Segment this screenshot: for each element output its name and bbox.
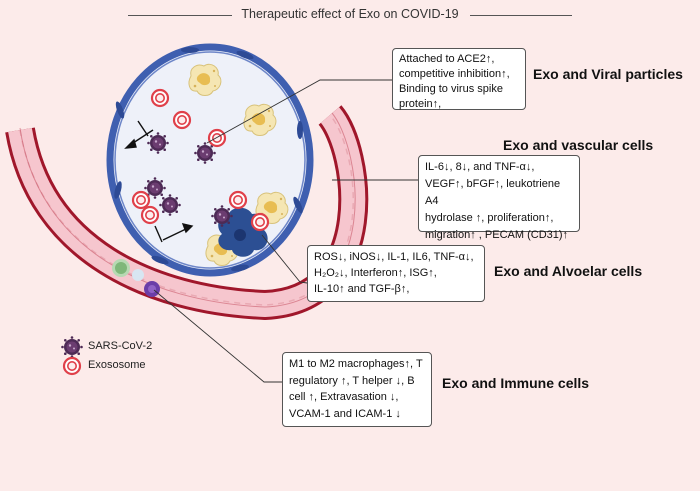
legend-exosome-label: Exososome xyxy=(88,359,146,371)
connector-lines xyxy=(153,79,418,383)
box-line: ROS↓, iNOS↓, IL-1, IL6, TNF-α↓, xyxy=(314,251,474,263)
viral-particles-box: Attached to ACE2↑, competitive inhibitio… xyxy=(392,48,526,110)
immune-cells xyxy=(112,259,160,297)
box-line: VCAM-1 and ICAM-1 ↓ xyxy=(289,407,401,420)
legend-exosome-icon xyxy=(62,356,82,376)
vascular-cells-box: IL-6↓, 8↓, and TNF-α↓, VEGF↑, bFGF↑, leu… xyxy=(418,155,580,241)
title-rule-right xyxy=(470,15,572,16)
immune-cells-heading: Exo and Immune cells xyxy=(442,375,590,391)
legend xyxy=(61,336,83,376)
alveolar-cells-box: ROS↓, iNOS↓, IL-1, IL6, TNF-α↓, H₂O₂↓, I… xyxy=(307,245,485,302)
vascular-cells-heading: Exo and vascular cells xyxy=(503,137,654,153)
figure-title-bar: Therapeutic effect of Exo on COVID-19 xyxy=(0,7,700,23)
box-line: IL-10↑ and TGF-β↑, xyxy=(314,283,410,295)
box-line: Binding to virus spike xyxy=(399,83,503,95)
immune-cells-box: M1 to M2 macrophages↑, T regulatory ↑, T… xyxy=(282,352,432,427)
legend-virus-icon xyxy=(61,336,83,358)
box-line: M1 to M2 macrophages↑, T xyxy=(289,358,423,370)
box-line: cell ↑, Extravasation ↓, xyxy=(289,391,399,403)
title-rule-left xyxy=(128,15,232,16)
box-line: migration↑ , PECAM (CD31)↑ xyxy=(425,229,569,241)
box-line: Attached to ACE2↑, xyxy=(399,53,495,65)
box-line: H₂O₂↓, Interferon↑, ISG↑, xyxy=(314,267,437,279)
box-line: hydrolase ↑, proliferation↑, xyxy=(425,212,554,224)
figure-title: Therapeutic effect of Exo on COVID-19 xyxy=(237,7,463,21)
box-line: protein↑, xyxy=(399,98,442,110)
legend-virus-label: SARS-CoV-2 xyxy=(88,340,153,352)
inhibition-arrows xyxy=(124,120,194,243)
alveolar-macrophage xyxy=(218,207,270,257)
alveolar-cells-heading: Exo and Alvoelar cells xyxy=(494,263,643,279)
box-line: VEGF↑, bFGF↑, leukotriene A4 xyxy=(425,178,561,207)
box-line: competitive inhibition↑, xyxy=(399,68,510,80)
box-line: regulatory ↑, T helper ↓, B xyxy=(289,374,415,387)
viral-particles-heading: Exo and Viral particles xyxy=(533,66,683,82)
blood-vessel xyxy=(5,105,369,321)
box-line: IL-6↓, 8↓, and TNF-α↓, xyxy=(425,161,535,173)
